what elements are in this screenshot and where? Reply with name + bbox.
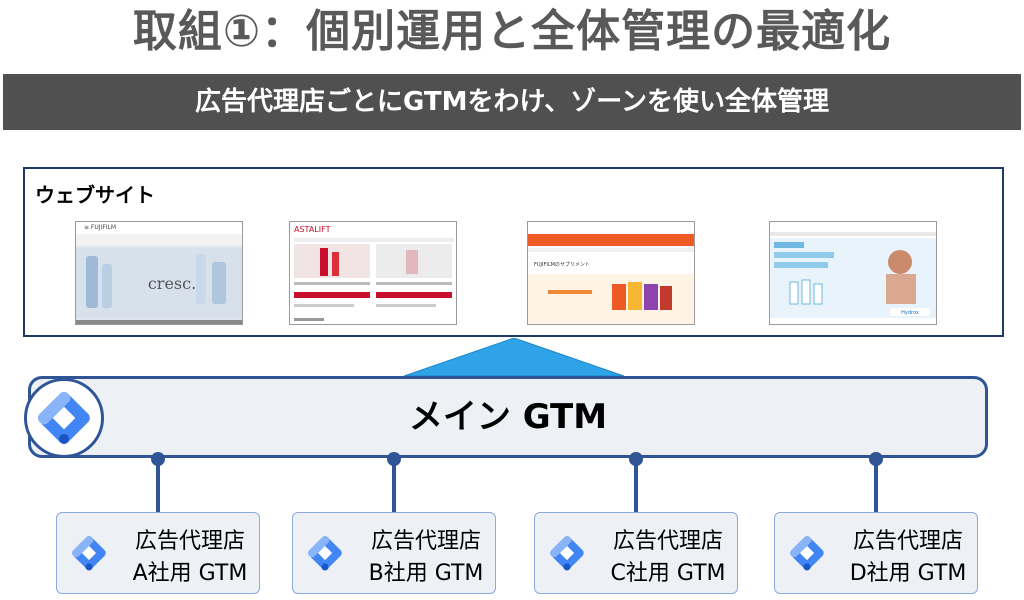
agency-c-gtm-box[interactable]: 広告代理店 C社用 GTM xyxy=(534,512,738,594)
gtm-logo-icon xyxy=(549,535,584,571)
website-thumbnail-2[interactable]: ASTALIFT xyxy=(289,221,457,325)
page-title: 取組①：個別運用と全体管理の最適化 xyxy=(132,6,892,57)
agency-label: 広告代理店 xyxy=(852,529,963,554)
website-label: ウェブサイト xyxy=(35,183,155,207)
agency-d-gtm-box[interactable]: 広告代理店 D社用 GTM xyxy=(774,512,978,594)
main-gtm-label: メイン GTM xyxy=(408,397,608,437)
main-gtm-logo xyxy=(24,378,104,458)
connector-line xyxy=(874,458,878,512)
site-brand-text: FUJIFILMのサプリメント xyxy=(534,262,590,268)
agency-b-gtm-box[interactable]: 広告代理店 B社用 GTM xyxy=(292,512,496,594)
site-page-image: FUJIFILMのサプリメント xyxy=(528,222,694,324)
website-thumbnail-4[interactable]: Hydrox xyxy=(769,221,937,325)
agency-gtm-name: A社用 GTM xyxy=(132,561,248,586)
connector-line xyxy=(392,458,396,512)
agency-label: 広告代理店 xyxy=(612,529,723,554)
agency-a-gtm-box[interactable]: 広告代理店 A社用 GTM xyxy=(56,512,260,594)
subtitle-banner: 広告代理店ごとにGTMをわけ、ゾーンを使い全体管理 xyxy=(3,74,1021,130)
gtm-logo-icon xyxy=(789,535,824,571)
main-gtm-box[interactable]: メイン GTM xyxy=(28,376,988,458)
agency-gtm-name: C社用 GTM xyxy=(610,561,726,586)
agency-gtm-name: B社用 GTM xyxy=(368,561,484,586)
gtm-logo-icon xyxy=(307,535,342,571)
site-brand-text: Hydrox xyxy=(901,310,919,316)
up-arrow xyxy=(404,338,624,376)
website-thumbnail-1[interactable]: ≡ FUJIFILM cresc. xyxy=(75,221,243,325)
agency-gtm-name: D社用 GTM xyxy=(849,561,967,586)
site-hero-image: cresc. xyxy=(76,234,242,324)
website-thumbnail-3[interactable]: FUJIFILMのサプリメント xyxy=(527,221,695,325)
agency-label: 広告代理店 xyxy=(134,529,245,554)
site-brand-text: ASTALIFT xyxy=(294,225,331,234)
connector-line xyxy=(156,458,160,512)
site-page-image: ASTALIFT xyxy=(290,222,456,324)
site-logo: ≡ FUJIFILM xyxy=(84,224,117,231)
website-box: ウェブサイト ≡ FUJIFILM cresc. ASTALIFT xyxy=(23,167,1004,337)
gtm-logo-icon xyxy=(71,535,106,571)
agency-label: 広告代理店 xyxy=(370,529,481,554)
gtm-logo-icon xyxy=(37,391,90,444)
site-brand-text: cresc. xyxy=(148,274,196,293)
connector-line xyxy=(634,458,638,512)
site-page-image: Hydrox xyxy=(770,222,936,324)
